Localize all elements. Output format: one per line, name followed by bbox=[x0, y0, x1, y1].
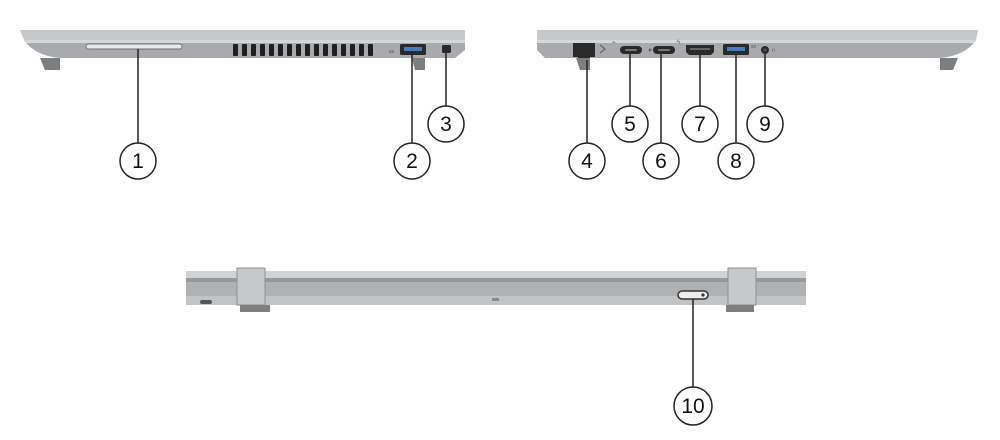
callout-label: 6 bbox=[655, 150, 667, 173]
sd-card-slot bbox=[85, 43, 183, 50]
callout-3: 3 bbox=[427, 53, 465, 143]
callout-6: 6 bbox=[642, 54, 680, 180]
usb-a-port-left: ss bbox=[389, 44, 426, 55]
left-side-view: ss bbox=[20, 30, 465, 70]
svg-text:∩: ∩ bbox=[771, 47, 776, 54]
callout-label: 9 bbox=[759, 113, 771, 136]
callout-label: 2 bbox=[406, 150, 418, 173]
callout-10: 10 bbox=[673, 299, 713, 426]
callout-5: 5 bbox=[611, 54, 649, 143]
callout-label: 8 bbox=[730, 150, 742, 173]
callout-label: 10 bbox=[681, 395, 704, 418]
air-vent bbox=[233, 44, 373, 56]
svg-text:ϟ: ϟ bbox=[677, 40, 681, 46]
svg-text:ss: ss bbox=[389, 49, 395, 55]
svg-text:ss: ss bbox=[751, 44, 757, 50]
callout-9: 9 bbox=[746, 54, 784, 143]
svg-text:⌁: ⌁ bbox=[612, 40, 616, 46]
callout-label: 4 bbox=[581, 150, 593, 173]
callout-7: 7 bbox=[681, 55, 719, 143]
callout-label: 1 bbox=[132, 150, 144, 173]
usb-c-port-2: ϟ bbox=[653, 40, 681, 54]
callout-2: 2 bbox=[393, 55, 431, 180]
callout-1: 1 bbox=[119, 49, 157, 180]
callout-4: 4 bbox=[568, 60, 606, 180]
audio-jack: ∩ bbox=[761, 46, 776, 54]
callout-label: 5 bbox=[624, 113, 636, 136]
callout-8: 8 bbox=[717, 55, 755, 180]
callout-label: 3 bbox=[440, 113, 452, 136]
rear-view bbox=[186, 267, 806, 312]
hdmi-port bbox=[686, 45, 714, 55]
usb-a-port-right: ss bbox=[723, 44, 757, 55]
right-side-view: ⌁ ϟ ss ∩ bbox=[537, 30, 978, 70]
usb-c-port-1: ⌁ bbox=[612, 40, 642, 54]
callout-label: 7 bbox=[694, 113, 706, 136]
nano-sim-slot bbox=[677, 290, 709, 300]
security-lock-slot bbox=[442, 45, 451, 53]
